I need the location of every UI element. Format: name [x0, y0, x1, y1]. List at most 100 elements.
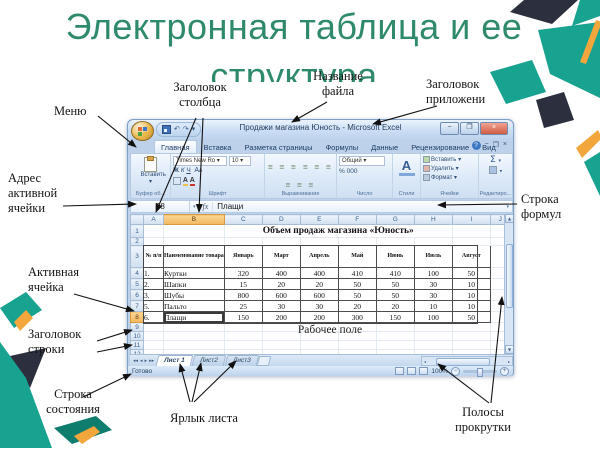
row-header-10[interactable]: 10	[130, 331, 144, 341]
cell-H2[interactable]	[413, 237, 453, 246]
align-middle-icons[interactable]: ≡ ≡ ≡	[302, 163, 334, 171]
cell-A2[interactable]	[143, 237, 164, 246]
cell-A4[interactable]: 1.	[143, 267, 164, 279]
cell-H6[interactable]: 30	[413, 289, 453, 301]
cell-F8[interactable]: 300	[337, 311, 377, 323]
cell-I9[interactable]	[451, 322, 491, 332]
cell-E2[interactable]	[299, 237, 339, 246]
cell-H3[interactable]: Июль	[413, 245, 453, 268]
next-sheet-icon[interactable]: ▸	[144, 357, 148, 364]
row-header-3[interactable]: 3	[130, 245, 144, 268]
paste-button[interactable]: Вставить ▾	[141, 156, 166, 185]
cell-C1[interactable]: Объем продаж магазина «Юность»	[262, 226, 414, 236]
cell-A5[interactable]: 2.	[143, 278, 164, 290]
cell-E4[interactable]: 400	[299, 267, 339, 279]
ribbon-tab-4[interactable]: Данные	[371, 143, 399, 152]
column-header-G[interactable]: G	[375, 214, 415, 225]
cell-A1[interactable]	[143, 224, 164, 238]
cell-D8[interactable]: 200	[261, 311, 301, 323]
cell-D5[interactable]: 20	[261, 278, 301, 290]
cell-A8[interactable]: 6.	[143, 311, 164, 323]
sheet-tab-3[interactable]: Лист3	[224, 355, 259, 366]
fill-button[interactable]: ▾	[481, 165, 510, 176]
insert-sheet-icon[interactable]	[257, 356, 272, 366]
cell-A9[interactable]	[143, 322, 164, 332]
cell-F7[interactable]: 20	[337, 300, 377, 312]
cell-A11[interactable]	[143, 340, 164, 350]
cell-F11[interactable]	[337, 340, 377, 350]
cell-B9[interactable]	[163, 322, 225, 332]
cell-I1[interactable]	[451, 224, 491, 238]
font-name-select[interactable]: Times New Ro ▾	[173, 156, 227, 166]
scroll-right-icon[interactable]: ▸	[507, 359, 510, 364]
row-header-6[interactable]: 6	[130, 289, 144, 301]
horizontal-scroll-thumb[interactable]	[436, 358, 490, 366]
column-header-H[interactable]: H	[413, 214, 453, 225]
ribbon-tab-5[interactable]: Рецензирование	[411, 143, 470, 152]
cell-E8[interactable]: 200	[299, 311, 339, 323]
minimize-button[interactable]: −	[440, 122, 459, 135]
column-header-C[interactable]: C	[223, 214, 263, 225]
cell-C8[interactable]: 150	[223, 311, 263, 323]
column-header-F[interactable]: F	[337, 214, 377, 225]
scroll-up-icon[interactable]: ▲	[505, 214, 513, 223]
zoom-slider-thumb[interactable]	[477, 367, 483, 377]
cell-G2[interactable]	[375, 237, 415, 246]
cell-B1[interactable]	[163, 224, 225, 238]
percent-style-button[interactable]: %	[339, 168, 345, 175]
cell-H8[interactable]: 100	[413, 311, 453, 323]
select-all-corner[interactable]	[130, 214, 144, 225]
cell-H4[interactable]: 100	[413, 267, 453, 279]
bold-button[interactable]: Ж	[173, 167, 179, 174]
cell-H10[interactable]	[413, 331, 453, 341]
cell-I2[interactable]	[451, 237, 491, 246]
column-header-B[interactable]: B	[163, 214, 225, 225]
comma-style-button[interactable]: 000	[346, 168, 358, 175]
font-size-select[interactable]: 10 ▾	[228, 156, 251, 166]
cell-I11[interactable]	[451, 340, 491, 350]
page-break-view-icon[interactable]	[419, 367, 429, 375]
align-bottom-icons[interactable]: ≡ ≡ ≡	[285, 181, 316, 189]
ribbon-minimize-icon[interactable]: −	[484, 141, 489, 148]
cell-I10[interactable]	[451, 331, 491, 341]
name-box[interactable]: B8	[131, 201, 190, 212]
restore-button[interactable]: ❐	[460, 122, 479, 135]
cell-B11[interactable]	[163, 340, 225, 350]
fx-icon[interactable]: fx	[199, 202, 214, 211]
fill-color-button[interactable]: А	[182, 177, 188, 187]
cell-H9[interactable]	[413, 322, 453, 332]
number-format-select[interactable]: Общий ▾	[339, 156, 385, 166]
cell-D11[interactable]	[261, 340, 301, 350]
cell-G7[interactable]: 20	[375, 300, 415, 312]
row-header-9[interactable]: 9	[130, 322, 144, 332]
row-header-2[interactable]: 2	[130, 237, 144, 246]
name-box-dropdown-icon[interactable]: ▾	[193, 203, 196, 210]
italic-button[interactable]: К	[180, 167, 185, 174]
cell-B4[interactable]: Куртки	[163, 267, 225, 279]
column-header-E[interactable]: E	[299, 214, 339, 225]
cell-G4[interactable]: 410	[375, 267, 415, 279]
column-header-I[interactable]: I	[451, 214, 491, 225]
ribbon-tab-1[interactable]: Вставка	[203, 143, 232, 152]
sheet-tab-1[interactable]: Лист 1	[155, 355, 194, 366]
row-header-7[interactable]: 7	[130, 300, 144, 312]
insert-cells-button[interactable]: Вставить ▾	[423, 156, 476, 165]
cell-B7[interactable]: Пальто	[163, 300, 225, 312]
cell-D3[interactable]: Март	[261, 245, 301, 268]
zoom-level[interactable]: 100%	[431, 367, 448, 375]
scroll-left-icon[interactable]: ◂	[424, 359, 427, 364]
cell-C2[interactable]	[223, 237, 263, 246]
cell-F2[interactable]	[337, 237, 377, 246]
page-layout-view-icon[interactable]	[407, 367, 417, 375]
first-sheet-icon[interactable]: ◂◂	[133, 357, 139, 364]
cell-I8[interactable]: 50	[451, 311, 491, 323]
cell-G11[interactable]	[375, 340, 415, 350]
underline-button[interactable]: Ч	[186, 167, 191, 174]
cell-I5[interactable]: 10	[451, 278, 491, 290]
autosum-button[interactable]: Σ ▾	[489, 155, 502, 165]
cell-A6[interactable]: 3.	[143, 289, 164, 301]
cell-A7[interactable]: 5.	[143, 300, 164, 312]
shrink-font-button[interactable]: А	[198, 168, 203, 174]
cell-G5[interactable]: 50	[375, 278, 415, 290]
help-icon[interactable]: ?	[471, 141, 481, 150]
